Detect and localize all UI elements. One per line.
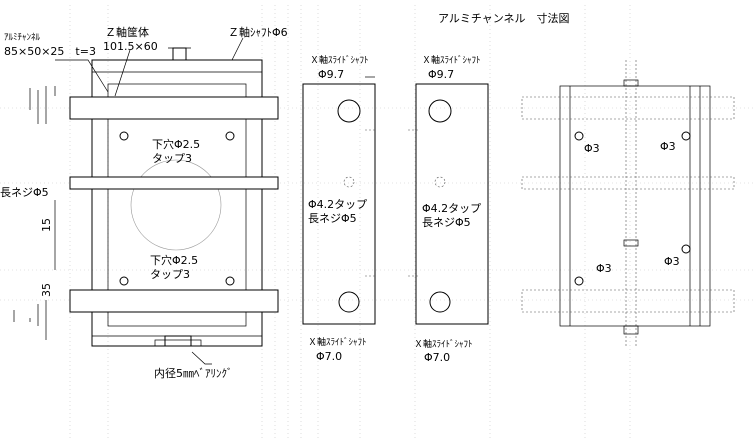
bearing-leader xyxy=(191,351,212,365)
right-hole xyxy=(574,276,584,286)
plate-a-shaft-bottom-label: Ｘ軸ｽﾗｲﾄﾞｼｬﾌﾄ xyxy=(308,336,367,348)
plate-a-tap-hole xyxy=(343,176,355,188)
plate-b-screw-label: 長ネジΦ5 xyxy=(422,216,471,229)
right-hole-label-bl: Φ3 xyxy=(596,262,612,275)
bearing-block xyxy=(164,335,192,347)
long-screw-label: 長ネジΦ5 xyxy=(0,186,49,199)
plate-a xyxy=(302,76,376,325)
right-bar-bottom xyxy=(521,289,735,313)
channel-bar-bottom xyxy=(69,289,279,313)
right-bar-middle xyxy=(521,176,735,190)
plate-a-screw-label: 長ネジΦ5 xyxy=(308,212,357,225)
plate-b-shaft-hole-bottom xyxy=(429,291,451,313)
bearing-circle xyxy=(130,159,222,251)
z-case-label-1: Ｚ軸筐体 xyxy=(105,25,149,39)
tap-hole xyxy=(225,276,235,286)
right-hole xyxy=(574,131,584,141)
plate-b-shaft-hole-top xyxy=(428,99,452,123)
plate-b xyxy=(408,83,489,325)
plate-a-dia-top: Φ9.7 xyxy=(318,68,344,81)
channel-label-2: 85×50×25 t=3 xyxy=(4,45,96,58)
channel-label-1: ｱﾙﾐﾁｬﾝﾈﾙ xyxy=(4,32,41,43)
hole-top-label-1: 下穴Φ2.5 xyxy=(152,137,200,151)
drawing-title: アルミチャンネル 寸法図 xyxy=(438,11,570,25)
right-hole xyxy=(681,131,691,141)
plate-b-dia-bottom: Φ7.0 xyxy=(424,351,450,364)
z-case-label-2: 101.5×60 xyxy=(103,40,158,53)
plate-b-body xyxy=(415,83,489,325)
plate-b-shaft-top-label: Ｘ軸ｽﾗｲﾄﾞｼｬﾌﾄ xyxy=(422,54,481,66)
z-shaft-label: Ｚ軸ｼｬﾌﾄΦ6 xyxy=(228,25,288,39)
hole-top-label-2: タップ3 xyxy=(152,152,192,165)
plate-b-tap-hole xyxy=(434,176,446,188)
plate-a-tap-label: Φ4.2タップ xyxy=(308,198,367,211)
channel-inner xyxy=(107,83,247,327)
plate-b-tap-label: Φ4.2タップ xyxy=(422,202,481,215)
z-shaft xyxy=(172,47,187,61)
plate-a-dia-bottom: Φ7.0 xyxy=(316,350,342,363)
hole-bottom-label-2: タップ3 xyxy=(150,268,190,281)
plate-a-shaft-hole-bottom xyxy=(338,291,360,313)
dimension-35: 35 xyxy=(40,283,53,297)
dimension-15: 15 xyxy=(40,218,53,232)
tap-hole xyxy=(119,131,129,141)
left-view xyxy=(13,37,279,365)
right-bar-top xyxy=(521,96,735,120)
bearing-label: 内径5㎜ﾍﾞｱﾘﾝｸﾞ xyxy=(154,366,233,380)
right-hole-label-tl: Φ3 xyxy=(584,142,600,155)
plate-b-dia-top: Φ9.7 xyxy=(428,68,454,81)
right-hole xyxy=(681,244,691,254)
right-hole-label-tr: Φ3 xyxy=(660,140,676,153)
plate-a-shaft-hole-top xyxy=(337,99,361,123)
channel-bar-middle xyxy=(69,176,279,190)
tap-hole xyxy=(119,276,129,286)
plate-a-shaft-top-label: Ｘ軸ｽﾗｲﾄﾞｼｬﾌﾄ xyxy=(310,54,369,66)
right-view xyxy=(521,60,735,346)
plate-b-shaft-bottom-label: Ｘ軸ｽﾗｲﾄﾞｼｬﾌﾄ xyxy=(414,338,473,350)
hole-bottom-label-1: 下穴Φ2.5 xyxy=(150,253,198,267)
right-hole-label-br: Φ3 xyxy=(664,255,680,268)
channel-bar-top xyxy=(69,96,279,120)
channel-leader xyxy=(55,59,109,93)
plate-a-body xyxy=(302,83,376,325)
construction-guides xyxy=(0,5,755,438)
tap-hole xyxy=(225,131,235,141)
